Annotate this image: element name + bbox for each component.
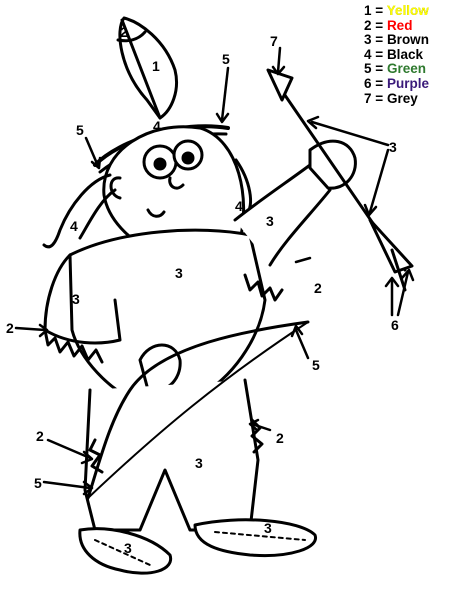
- callout-arrows: [14, 46, 415, 496]
- label-feather-body: 1: [152, 58, 160, 74]
- nose: [168, 176, 185, 190]
- feather-division: [116, 30, 147, 43]
- legend-row: 7 = Grey: [364, 90, 464, 107]
- legend-row: 1 = Yellow: [364, 3, 464, 19]
- legend-separator: =: [375, 46, 384, 62]
- shoe-right: [193, 518, 317, 558]
- legend-color-name: Black: [386, 46, 423, 62]
- legend-number: 2: [364, 17, 372, 33]
- ear: [109, 176, 122, 200]
- label-torso: 3: [175, 265, 183, 281]
- legend-row: 5 = Green: [364, 62, 464, 77]
- legend-color-name: Grey: [386, 90, 418, 106]
- shoe-left: [78, 527, 173, 575]
- legend-number: 6: [364, 75, 372, 91]
- legend-separator: =: [375, 32, 384, 48]
- label-bow-string: 5: [34, 475, 42, 491]
- label-pants: 3: [195, 455, 203, 471]
- label-headband-top: 5: [222, 51, 230, 67]
- legend-row: 6 = Purple: [364, 75, 464, 92]
- label-feather-tip: 2: [120, 24, 128, 40]
- label-headband-knot: 5: [76, 122, 84, 138]
- label-arm-right: 3: [266, 213, 274, 229]
- arrowhead: [266, 68, 294, 102]
- color-legend: 1 = Yellow 2 = Red 3 = Brown 4 = Black 5…: [364, 3, 464, 107]
- legend-number: 1: [364, 3, 372, 18]
- legend-separator: =: [375, 17, 384, 33]
- legend-number: 5: [364, 61, 372, 77]
- fletching: [368, 218, 414, 292]
- shoe-left-stitch: [94, 539, 151, 566]
- label-shoe-right: 3: [264, 520, 272, 536]
- legend-color-name: Yellow: [386, 3, 429, 18]
- label-fringe-right: 2: [314, 280, 322, 296]
- feather-outline: [118, 16, 178, 120]
- legend-row: 2 = Red: [364, 17, 464, 34]
- eye-right-pupil: [181, 151, 195, 165]
- legend-color-name: Brown: [386, 32, 429, 48]
- legend-separator: =: [375, 90, 384, 106]
- bow: [86, 320, 310, 500]
- legend-row: 4 = Black: [364, 46, 464, 63]
- shoe-right-stitch: [214, 531, 306, 541]
- legend-color-name: Green: [386, 61, 426, 77]
- mouth: [146, 208, 166, 218]
- fringe-left: [43, 328, 104, 364]
- legend-separator: =: [375, 61, 384, 77]
- pants: [83, 378, 260, 532]
- label-arrowhead: 7: [270, 33, 278, 49]
- eye-left-pupil: [153, 157, 167, 171]
- label-shoe-left: 3: [124, 540, 132, 556]
- label-fringe-left: 2: [6, 320, 14, 336]
- label-headband: 4: [153, 118, 161, 134]
- label-fringe-pants-left: 2: [36, 428, 44, 444]
- legend-number: 3: [364, 32, 372, 48]
- legend-color-name: Red: [386, 17, 413, 33]
- hair-left: [42, 173, 112, 249]
- legend-number: 7: [364, 90, 372, 106]
- label-hair-left: 4: [70, 218, 78, 234]
- torso: [68, 228, 267, 402]
- label-bow: 5: [312, 357, 320, 373]
- legend-row: 3 = Brown: [364, 32, 464, 48]
- label-hair-right: 4: [235, 198, 243, 214]
- legend-number: 4: [364, 46, 372, 62]
- label-fletching: 6: [391, 317, 399, 333]
- bow-string: [87, 321, 309, 499]
- label-arrow-shaft: 3: [389, 139, 397, 155]
- legend-separator: =: [375, 75, 384, 91]
- legend-color-name: Purple: [386, 75, 429, 91]
- legend-separator: =: [375, 3, 384, 18]
- label-sleeve-left: 3: [72, 291, 80, 307]
- feather-quill: [120, 18, 162, 120]
- label-fringe-pants-right: 2: [276, 430, 284, 446]
- fringe-right: [243, 273, 284, 302]
